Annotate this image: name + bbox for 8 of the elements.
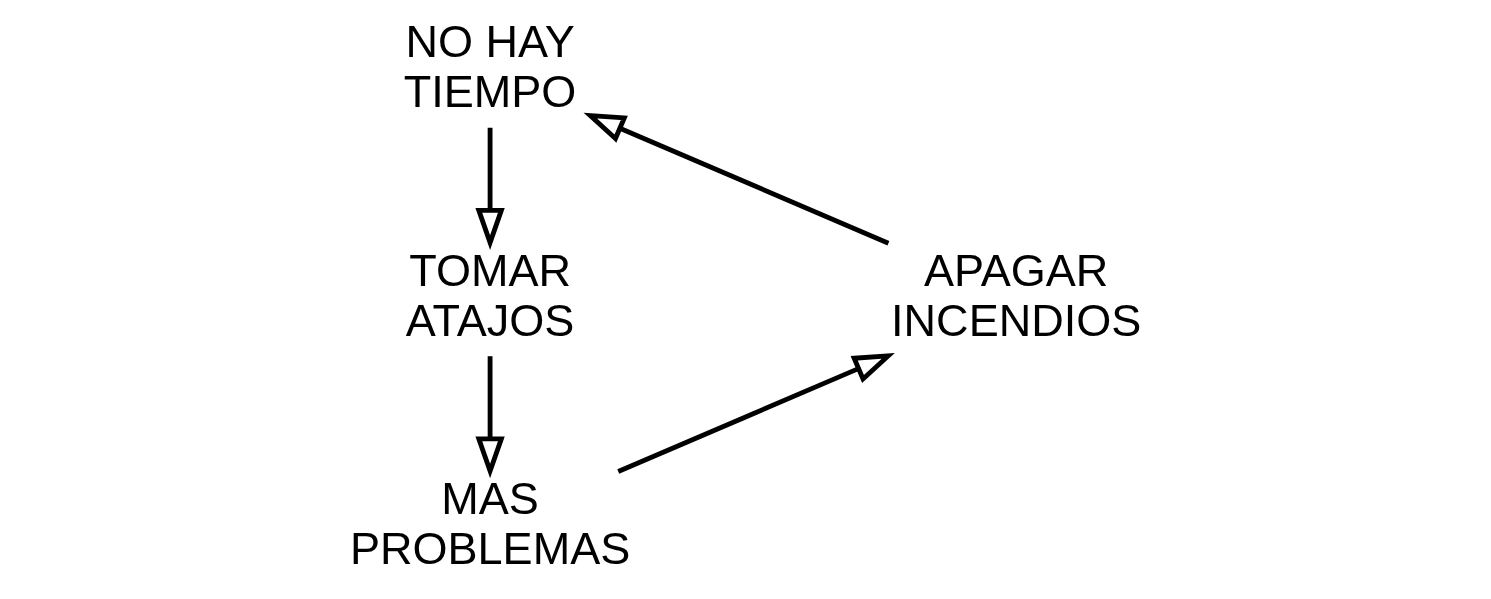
arrow bbox=[475, 356, 505, 479]
arrow bbox=[583, 112, 890, 246]
arrow bbox=[617, 353, 895, 474]
node-text: MAS PROBLEMAS bbox=[349, 473, 631, 574]
node-text: APAGAR INCENDIOS bbox=[891, 244, 1142, 346]
node-text: NO HAY TIEMPO bbox=[403, 16, 577, 118]
node-text: TOMAR ATAJOS bbox=[405, 244, 575, 346]
arrow bbox=[475, 127, 505, 250]
